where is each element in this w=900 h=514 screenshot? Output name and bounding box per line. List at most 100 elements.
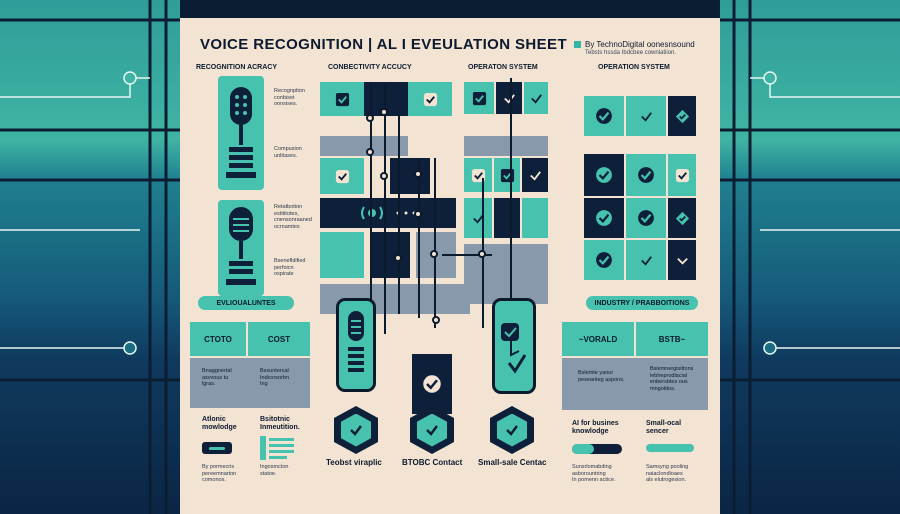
check-icon xyxy=(471,168,485,182)
mic-note-3: Retatbotion estititotes, cnensonraaned o… xyxy=(274,204,312,230)
os-b-cell-7 xyxy=(584,198,624,238)
os-b-cell-5 xyxy=(626,154,666,196)
check-icon xyxy=(640,111,652,122)
item3-note: Sunsrlomabding asborountring In pomenn a… xyxy=(572,464,616,483)
connector-node xyxy=(430,250,438,258)
os-a-cell-2 xyxy=(496,82,522,114)
check-icon xyxy=(676,257,688,265)
check-icon xyxy=(675,211,689,225)
check-icon xyxy=(503,93,515,104)
item1-title: Atlonic mowlodge xyxy=(202,416,237,431)
check-icon xyxy=(472,213,484,224)
connector-node xyxy=(380,108,388,116)
lower-right-block xyxy=(562,358,708,410)
check-icon xyxy=(596,167,612,183)
connectivity-bar xyxy=(320,136,408,156)
microphone-icon xyxy=(226,87,256,178)
caption-3: Small-sale Centac xyxy=(478,458,547,467)
phone-device-1 xyxy=(336,298,376,392)
microphone-icon xyxy=(226,207,256,285)
progress-pill xyxy=(646,444,694,452)
byline-tail: oonesnsound xyxy=(646,40,695,49)
os-b-cell-4 xyxy=(584,154,624,196)
os-a-cell-5 xyxy=(494,158,520,192)
header-operation-system-a: OPERATON SYSTEM xyxy=(468,64,538,71)
caption-2: BTOBC Contact xyxy=(402,458,463,467)
connectivity-cell-6 xyxy=(320,232,364,278)
connector-node xyxy=(478,250,486,258)
phone-device-2 xyxy=(412,354,452,414)
connector-node xyxy=(366,114,374,122)
right-banner: INDUSTRY / PRABBOITIONS xyxy=(586,296,698,310)
smartphone-icon xyxy=(348,311,364,372)
connectivity-cell-1 xyxy=(320,82,364,116)
toggle-icon xyxy=(572,444,622,454)
item2-note: Ingosmcton statoe. xyxy=(260,464,289,477)
connector-node xyxy=(432,316,440,324)
os-a-cell-7 xyxy=(464,198,492,238)
os-a-cell-1 xyxy=(464,82,494,114)
connector-line xyxy=(418,158,420,318)
connector-line xyxy=(398,114,400,314)
os-b-cell-3 xyxy=(668,96,696,136)
shield-check-icon xyxy=(506,425,518,436)
os-a-bar xyxy=(464,136,548,156)
toggle-icon xyxy=(202,442,232,454)
sound-wave-icon xyxy=(361,206,416,220)
item2-title: Bsitotnic Inmeutition. xyxy=(260,416,300,431)
note-d: Bsiemnergisittons lebheprodlacial enbers… xyxy=(650,366,694,392)
mic-note-1: Recognption conbiset oonsises. xyxy=(274,88,305,107)
os-a-cell-3 xyxy=(524,82,548,114)
item1-note: By pormecris pereemnarton comonos. xyxy=(202,464,237,483)
check-icon xyxy=(675,109,689,123)
os-b-cell-9 xyxy=(668,198,696,238)
os-b-cell-11 xyxy=(626,240,666,280)
check-icon xyxy=(423,375,441,393)
os-b-cell-10 xyxy=(584,240,624,280)
check-icon xyxy=(335,92,349,106)
caption-1: Teobst viraplic xyxy=(326,458,382,467)
box-cost: COST xyxy=(248,322,310,356)
os-b-cell-6 xyxy=(668,154,696,196)
box-vorald: ~VORALD xyxy=(562,322,634,356)
shield-check-badge-3 xyxy=(490,406,534,454)
shield-check-badge-2 xyxy=(410,406,454,454)
os-a-cell-4 xyxy=(464,158,492,192)
connector-node xyxy=(414,210,422,218)
connector-node xyxy=(414,170,422,178)
phone-device-3 xyxy=(492,298,536,394)
os-a-base xyxy=(464,244,548,304)
os-b-cell-12 xyxy=(668,240,696,280)
logo-square-icon xyxy=(574,41,581,49)
check-icon xyxy=(596,252,612,268)
check-icon xyxy=(638,167,654,183)
smartphone-icon xyxy=(501,323,527,374)
connector-line xyxy=(384,84,386,334)
mic-note-4: Bsenefldified perfoicn ospirate xyxy=(274,258,306,277)
shield-check-icon xyxy=(350,425,362,436)
byline: By TechnoDigital oonesnsound Tebsts hssd… xyxy=(574,40,695,56)
connector-node xyxy=(366,148,374,156)
connectivity-cell-4 xyxy=(320,158,364,194)
item4-note: Samsyng pooling naiaclondloaes als elutr… xyxy=(646,464,689,483)
check-icon xyxy=(500,168,514,182)
header-recognition-accuracy: RECOGNITION ACRACY xyxy=(196,64,278,71)
check-icon xyxy=(335,169,349,183)
item4-title: Small-ocal sencer xyxy=(646,420,682,435)
shield-check-icon xyxy=(426,425,438,436)
list-icon xyxy=(260,436,294,460)
note-a: Bnaggnertal asvvous tu lgras. xyxy=(202,368,232,387)
right-circuit-decoration xyxy=(720,0,900,514)
sound-row xyxy=(320,198,456,228)
box-bstb: BSTB~ xyxy=(636,322,708,356)
lower-left-block xyxy=(190,358,310,408)
item3-title: AI for busines knowlodge xyxy=(572,420,619,435)
os-a-cell-6 xyxy=(522,158,548,192)
left-circuit-decoration xyxy=(0,0,180,514)
header-operation-system-b: OPERATION SYSTEM xyxy=(598,64,670,71)
check-icon xyxy=(472,91,486,105)
check-icon xyxy=(596,210,612,226)
os-b-cell-8 xyxy=(626,198,666,238)
check-icon xyxy=(530,93,542,104)
